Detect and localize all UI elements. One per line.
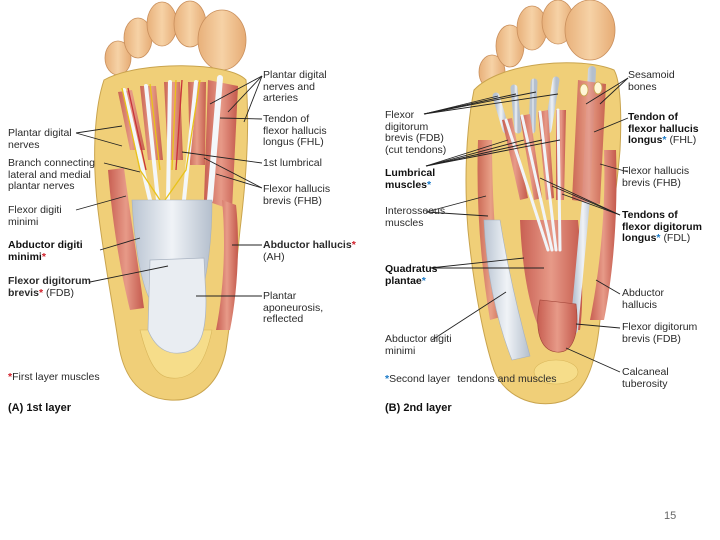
label-branch-connecting: Branch connecting lateral and medial pla… — [8, 157, 95, 192]
foot-b-quadratus-plantae — [520, 220, 583, 330]
label-plantar-aponeurosis: Plantar aponeurosis, reflected — [263, 290, 324, 325]
caption-b: (B) 2nd layer — [385, 402, 452, 414]
label-fdb-cut: Flexor digitorum brevis (FDB) (cut tendo… — [385, 109, 447, 156]
label-plantar-digital-nerves-arteries: Plantar digital nerves and arteries — [263, 69, 327, 104]
page-number: 15 — [664, 510, 677, 522]
label-fdb-b: Flexor digitorum brevis (FDB) — [622, 321, 698, 345]
label-flexor-digiti-minimi: Flexor digiti minimi — [8, 204, 62, 228]
label-sesamoid-bones: Sesamoid bones — [628, 69, 675, 93]
footnote-b: *Second layer tendons and muscles — [385, 373, 557, 385]
label-abductor-hallucis-b: Abductor hallucis — [622, 287, 665, 311]
leader-lines — [75, 75, 629, 373]
foot-a-illustration — [94, 0, 249, 401]
foot-b-fdl-tendons — [504, 108, 562, 252]
foot-b-fhb — [572, 80, 606, 204]
foot-a-nerves-arteries — [121, 79, 201, 201]
label-abductor-hallucis-a: Abductor hallucis* (AH) — [263, 239, 356, 263]
foot-b-fdb-cut — [537, 299, 578, 353]
label-calcaneal-tuberosity: Calcaneal tuberosity — [622, 366, 669, 390]
label-abductor-digiti-minimi-b: Abductor digiti minimi — [385, 333, 452, 357]
label-lumbrical-muscles: Lumbrical muscles* — [385, 167, 436, 191]
label-interosseous: Interosseous muscles — [385, 205, 446, 229]
label-first-lumbrical: 1st lumbrical — [263, 157, 322, 169]
label-plantar-digital-nerves: Plantar digital nerves — [8, 127, 72, 151]
foot-a-plantar-aponeurosis — [147, 257, 207, 354]
foot-a-abductor-hallucis — [216, 200, 238, 330]
label-abductor-digiti-minimi-a: Abductor digiti minimi* — [8, 239, 83, 263]
footnote-a: *First layer muscles — [8, 371, 100, 383]
label-fdb-a: Flexor digitorum brevis* (FDB) — [8, 275, 91, 299]
foot-a-toes — [104, 0, 247, 76]
foot-b-illustration — [465, 0, 622, 405]
foot-a-abductor-digiti-minimi — [108, 168, 144, 310]
label-fhb-a: Flexor hallucis brevis (FHB) — [263, 183, 331, 207]
foot-b-sesamoids — [579, 81, 603, 97]
label-quadratus-plantae: Quadratus plantae* — [385, 263, 438, 287]
foot-b-abductor-hallucis — [590, 150, 617, 320]
label-tendon-fhl-b: Tendon of flexor hallucis longus* (FHL) — [628, 111, 699, 146]
caption-a: (A) 1st layer — [8, 402, 71, 414]
foot-b-calcaneal-tuberosity — [533, 359, 579, 385]
label-tendons-fdl: Tendons of flexor digitorum longus* (FDL… — [622, 209, 702, 244]
label-tendon-fhl-a: Tendon of flexor hallucis longus (FHL) — [263, 113, 327, 148]
label-fhb-b: Flexor hallucis brevis (FHB) — [622, 165, 690, 189]
